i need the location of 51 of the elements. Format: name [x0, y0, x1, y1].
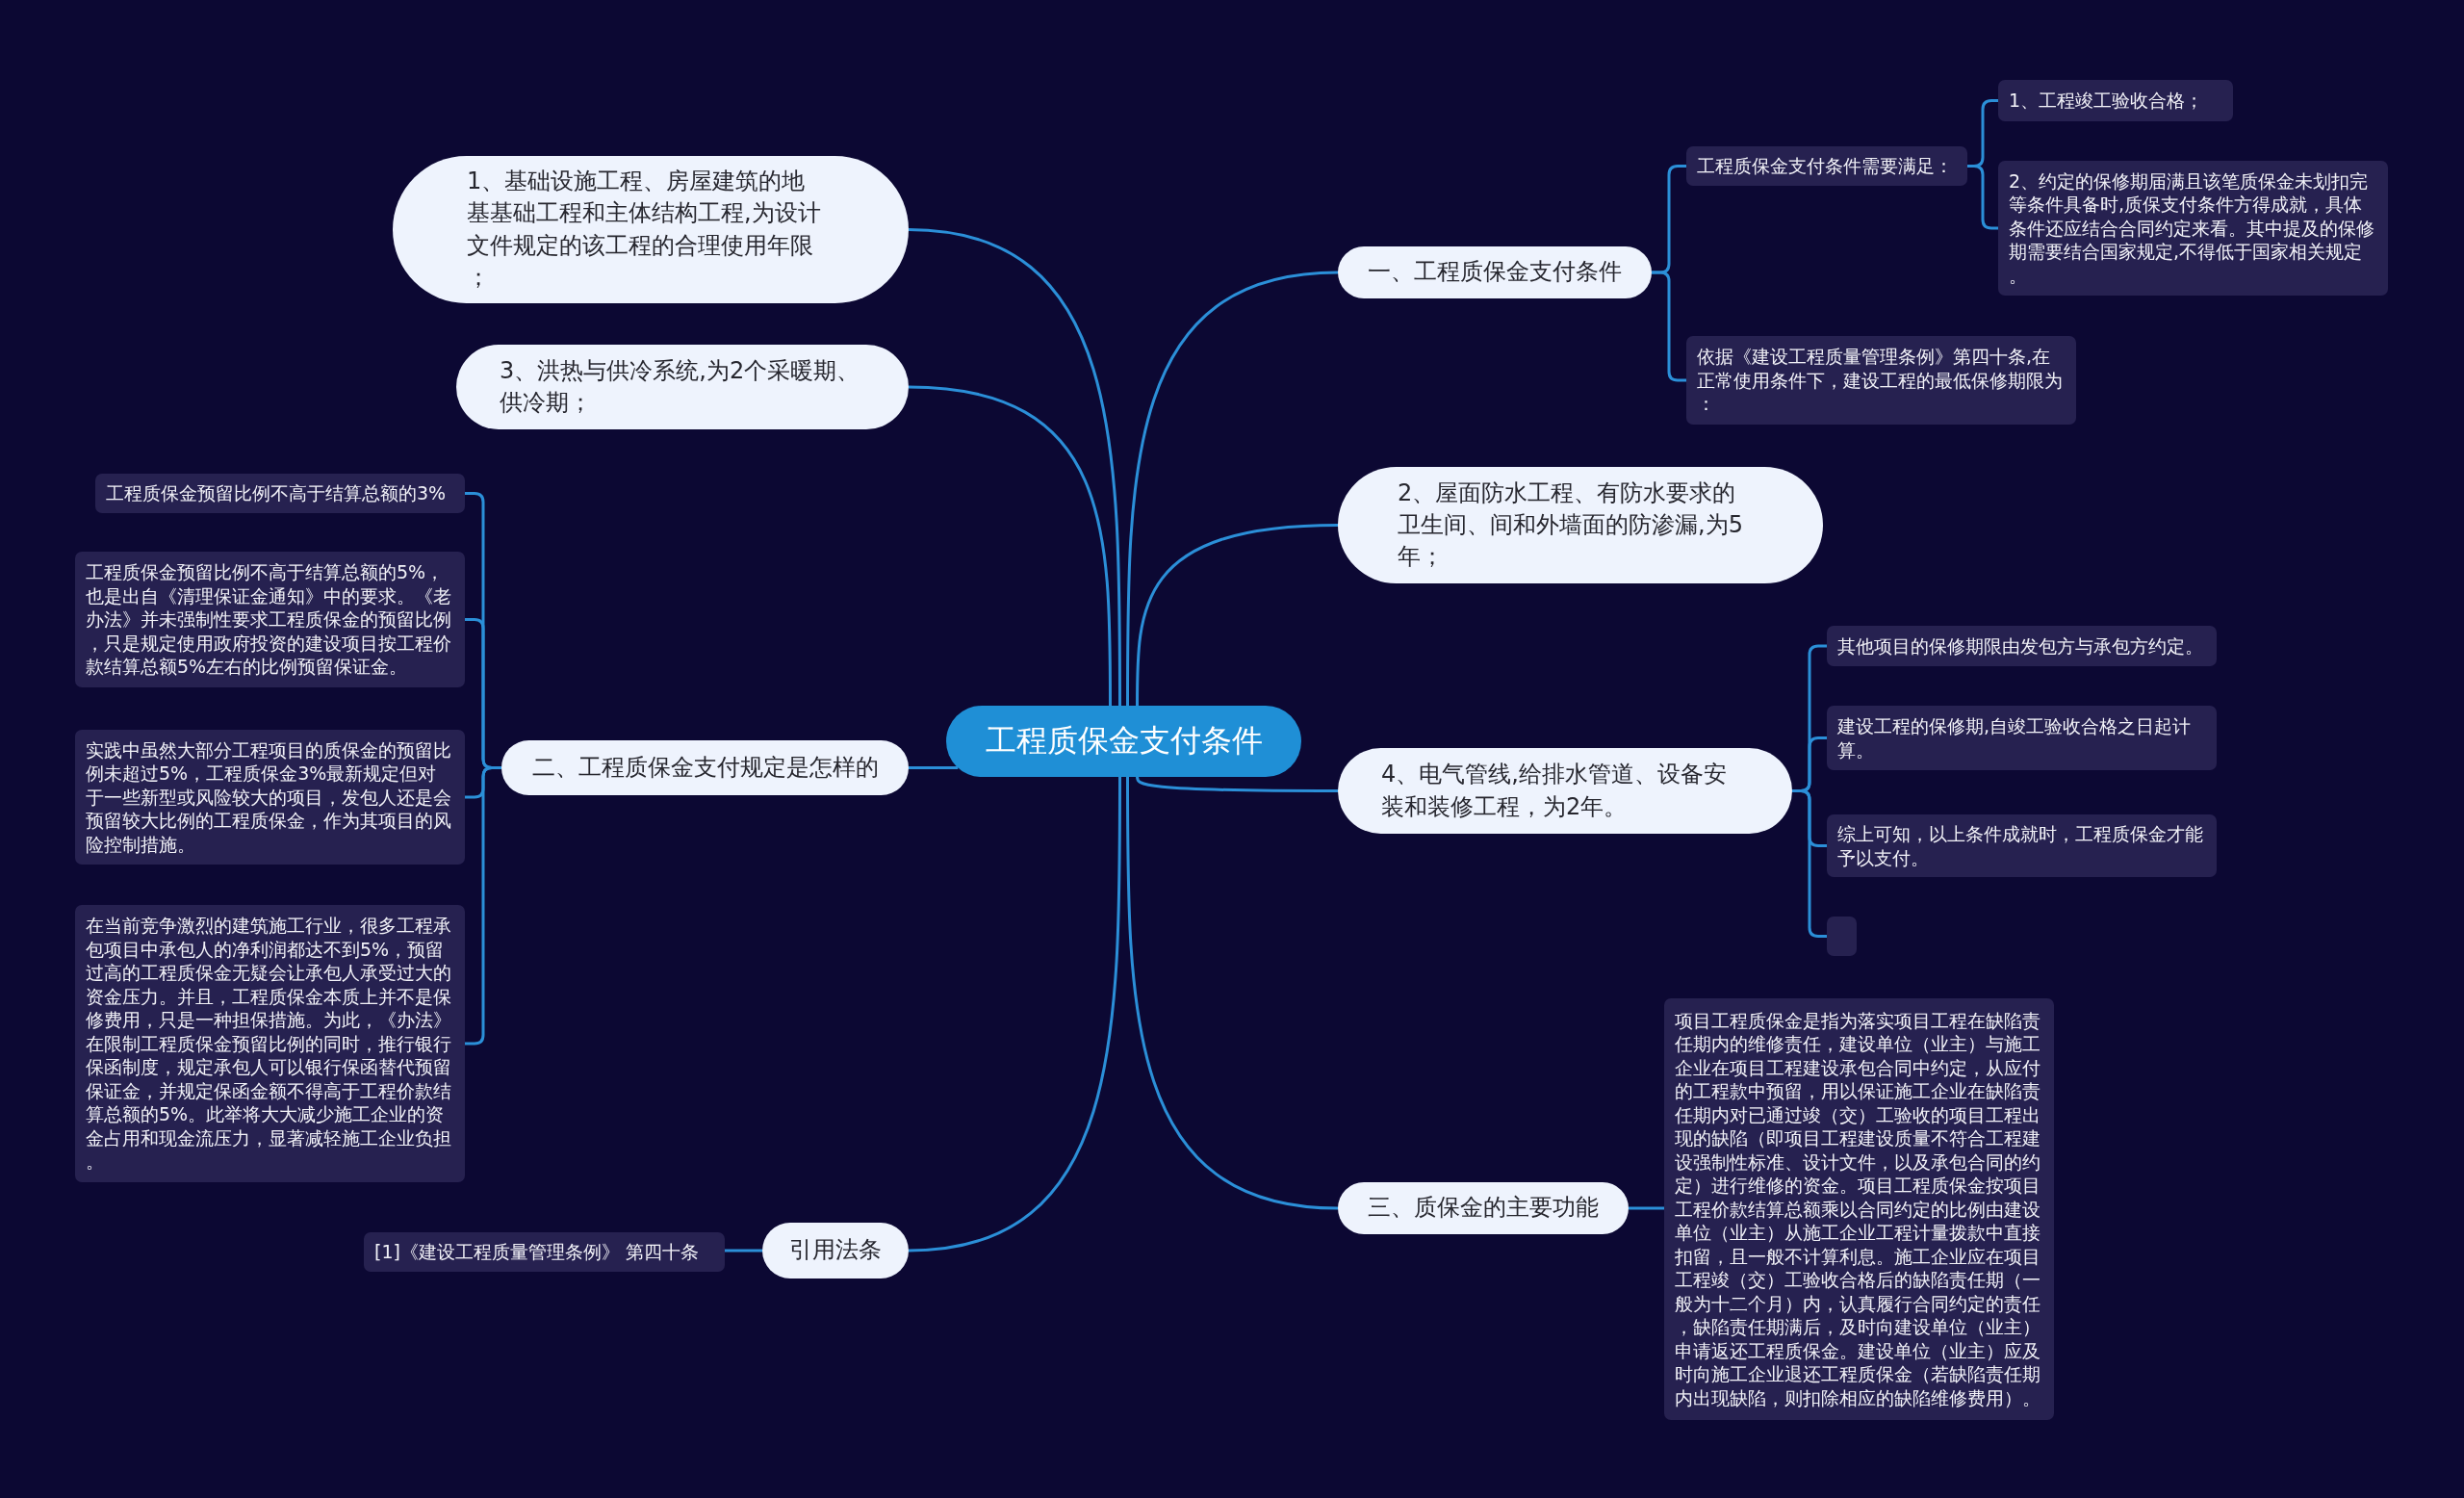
note-card [1686, 336, 2076, 425]
note-text: 工程质保金预留比例不高于结算总额的5%，也是出自《清理保证金通知》中的要求。《老办法》并未强制性要求工程质保金的预留比例，只是规定使用政府投资的建设项目按工程价款结算总额5%左右的比例预留保证金。 [86, 560, 452, 679]
connector-line [1126, 777, 1339, 1210]
topic-text: 1、基础设施工程、房屋建筑的地基基础工程和主体结构工程,为设计文件规定的该工程的合理使用年限； [467, 167, 822, 293]
branch-topic [501, 740, 909, 795]
topic-text: 4、电气管线,给排水管道、设备安装和装修工程，为2年。 [1381, 760, 1728, 822]
note-text: 依据《建设工程质量管理条例》第四十条,在正常使用条件下，建设工程的最低保修期限为： [1697, 345, 2064, 416]
connector-line [908, 777, 1121, 1253]
topic-text: 3、洪热与供冷系统,为2个采暖期、供冷期； [500, 355, 861, 418]
connector-line [1136, 776, 1338, 792]
connector-line [1126, 271, 1339, 706]
note-text: 建设工程的保修期,自竣工验收合格之日起计算。 [1837, 714, 2193, 762]
connector-line [1136, 524, 1339, 706]
note-card [1827, 814, 2217, 877]
note-text: [1]《建设工程质量管理条例》 第四十条 [374, 1240, 699, 1264]
note-card [364, 1232, 725, 1272]
central-topic-text: 工程质保金支付条件 [985, 721, 1263, 761]
note-text: 项目工程质保金是指为落实项目工程在缺陷责任期内的维修责任，建设单位（业主）与施工企业在项目工程建设承包合同中约定，从应付的工程款中预留，用以保证施工企业在缺陷责任期内对已通过竣（交）工验收的项目工程出现的缺陷（即项目工程建设质量不符合工程建设强制性标准、设计文件，以及承包合同的约定）进行维修的资金。项目工程质保金按项目工程价款结算总额乘以合同约定的比例由建设单位（业主）从施工企业工程计量拨款中直接扣留，且一般不计算利息。施工企业应在项目工程竣（交）工验收合格后的缺陷责任期（一般为十二个月）内，认真履行合同约定的责任，缺陷责任期满后，及时向建设单位（业主）申请返还工程质保金。建设单位（业主）应及时向施工企业退还工程质保金（若缺陷责任期内出现缺陷，则扣除相应的缺陷维修费用）。 [1675, 1008, 2041, 1410]
note-card [1827, 626, 2217, 666]
topic-text: 三、质保金的主要功能 [1368, 1193, 1599, 1224]
note-card [75, 552, 465, 687]
connector-line [908, 228, 1121, 706]
topic-text: 2、屋面防水工程、有防水要求的卫生间、间和外墙面的防渗漏,为5年； [1398, 478, 1744, 573]
note-card [1827, 706, 2217, 770]
connector-line [909, 766, 959, 769]
connector-line [465, 766, 501, 1046]
connector-line [1792, 789, 1827, 938]
note-card [95, 474, 465, 513]
branch-topic [762, 1223, 909, 1278]
note-text: 在当前竞争激烈的建筑施工行业，很多工程承包项目中承包人的净利润都达不到5%，预留过高的工程质保金无疑会让承包人承受过大的资金压力。并且，工程质保金本质上并不是保修费用，只是一种担保措施。为此，《办法》在限制工程质保金预留比例的同时，推行银行保函制度，规定承包人可以银行保函替代预留保证金，并规定保函金额不得高于工程价款结算总额的5%。此举将大大减少施工企业的资金占用和现金流压力，显著减轻施工企业负担。 [86, 914, 452, 1174]
note-text: 工程质保金预留比例不高于结算总额的3% [106, 481, 447, 505]
note-text: 其他项目的保修期限由发包方与承包方约定。 [1837, 633, 2203, 659]
branch-topic [1338, 1182, 1629, 1234]
connector-line [908, 385, 1112, 706]
empty-card [1827, 917, 1857, 956]
note-text: 工程质保金支付条件需要满足： [1697, 154, 1953, 178]
connector-line [1629, 1206, 1664, 1210]
note-text: 1、工程竣工验收合格； [2009, 89, 2204, 113]
topic-text: 一、工程质保金支付条件 [1368, 257, 1622, 288]
note-text: 2、约定的保修期届满且该笔质保金未划扣完等条件具备时,质保支付条件方得成就，具体条件还应结合合同约定来看。其中提及的保修期需要结合国家规定,不得低于国家相关规定。 [2009, 168, 2375, 288]
note-text: 综上可知，以上条件成就时，工程质保金才能予以支付。 [1837, 822, 2204, 869]
branch-topic [1338, 246, 1652, 298]
note-card [75, 730, 465, 865]
topic-text: 二、工程质保金支付规定是怎样的 [531, 752, 879, 783]
note-card [1686, 146, 1967, 186]
note-card [1998, 161, 2388, 296]
note-card [1998, 80, 2233, 121]
connector-line [1652, 271, 1686, 382]
topic-text: 引用法条 [789, 1235, 882, 1266]
note-text: 实践中虽然大部分工程项目的质保金的预留比例未超过5%，工程质保金3%最新规定但对于一些新型或风险较大的项目，发包人还是会预留较大比例的工程质保金，作为其项目的风险控制措施。 [86, 737, 452, 857]
connector-line [725, 1249, 762, 1253]
